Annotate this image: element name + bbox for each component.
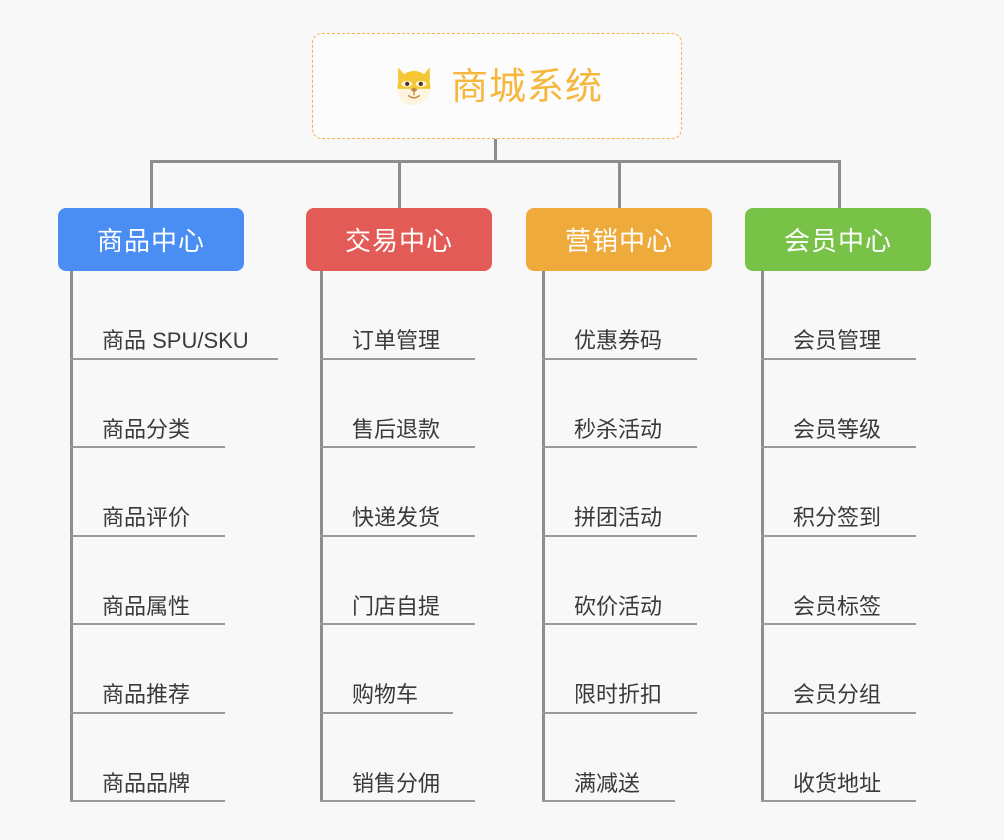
leaf-item[interactable]: 商品评价: [70, 448, 300, 537]
branch-header-label: 会员中心: [783, 226, 892, 256]
leaf-item[interactable]: 会员管理: [761, 271, 991, 360]
branch-header-label: 商品中心: [96, 226, 205, 256]
leaf-item[interactable]: 购物车: [320, 625, 550, 714]
leaf-underline: [542, 534, 697, 537]
leaf-underline: [542, 623, 697, 625]
leaf-underline: [542, 711, 697, 714]
leaf-label: 拼团活动: [574, 505, 663, 530]
leaf-label: 会员管理: [793, 328, 882, 353]
leaf-underline: [320, 357, 475, 360]
leaf-item[interactable]: 限时折扣: [542, 625, 772, 714]
leaf-item[interactable]: 商品 SPU/SKU: [70, 271, 300, 360]
leaf-underline: [70, 534, 225, 537]
branch-header-2[interactable]: 营销中心: [526, 208, 712, 271]
leaf-underline: [320, 534, 475, 537]
leaf-label: 销售分佣: [352, 770, 441, 796]
connector-drop-3: [618, 160, 621, 208]
leaf-underline: [70, 623, 225, 625]
connector-drop-4: [838, 160, 841, 208]
leaf-item[interactable]: 快递发货: [320, 448, 550, 537]
leaf-label: 砍价活动: [574, 593, 663, 619]
leaf-label: 购物车: [352, 682, 419, 707]
leaf-item[interactable]: 商品品牌: [70, 714, 300, 802]
leaf-item[interactable]: 商品属性: [70, 537, 300, 625]
leaf-underline: [320, 800, 475, 802]
leaf-underline: [761, 623, 916, 625]
branch-list-3: 会员管理 会员等级 积分签到 会员标签 会员分组 收货地址: [761, 271, 991, 802]
leaf-underline: [542, 357, 697, 360]
leaf-label: 商品品牌: [102, 770, 191, 796]
leaf-label: 快递发货: [352, 505, 441, 530]
leaf-item[interactable]: 会员分组: [761, 625, 991, 714]
leaf-item[interactable]: 秒杀活动: [542, 360, 772, 448]
branch-header-label: 交易中心: [344, 226, 453, 256]
leaf-label: 会员等级: [793, 416, 882, 442]
root-node[interactable]: 商城系统: [312, 33, 682, 139]
leaf-item[interactable]: 拼团活动: [542, 448, 772, 537]
connector-horizontal-bar: [150, 160, 841, 163]
leaf-underline: [320, 446, 475, 448]
branch-header-label: 营销中心: [564, 226, 673, 256]
leaf-item[interactable]: 销售分佣: [320, 714, 550, 802]
leaf-underline: [761, 534, 916, 537]
leaf-underline: [70, 711, 225, 714]
leaf-label: 满减送: [574, 770, 641, 796]
leaf-label: 商品评价: [102, 505, 191, 530]
leaf-underline: [70, 357, 278, 360]
leaf-item[interactable]: 商品推荐: [70, 625, 300, 714]
leaf-underline: [761, 800, 916, 802]
leaf-label: 商品分类: [102, 416, 191, 442]
leaf-item[interactable]: 会员等级: [761, 360, 991, 448]
branch-list-0: 商品 SPU/SKU 商品分类 商品评价 商品属性 商品推荐 商品品牌: [70, 271, 300, 802]
leaf-item[interactable]: 售后退款: [320, 360, 550, 448]
leaf-label: 优惠券码: [574, 328, 663, 353]
branch-header-3[interactable]: 会员中心: [745, 208, 931, 271]
root-title: 商城系统: [451, 65, 603, 107]
leaf-label: 订单管理: [352, 328, 441, 353]
leaf-item[interactable]: 满减送: [542, 714, 772, 802]
leaf-label: 会员分组: [793, 682, 882, 707]
leaf-underline: [761, 711, 916, 714]
shiba-dog-face-icon: [397, 67, 431, 106]
branch-list-2: 优惠券码 秒杀活动 拼团活动 砍价活动 限时折扣 满减送: [542, 271, 772, 802]
branch-list-1: 订单管理 售后退款 快递发货 门店自提 购物车 销售分佣: [320, 271, 550, 802]
leaf-underline: [320, 623, 475, 625]
connector-drop-1: [150, 160, 153, 208]
leaf-item[interactable]: 砍价活动: [542, 537, 772, 625]
leaf-label: 门店自提: [352, 593, 441, 619]
leaf-item[interactable]: 积分签到: [761, 448, 991, 537]
leaf-label: 商品属性: [102, 593, 191, 619]
leaf-label: 积分签到: [793, 505, 882, 530]
leaf-underline: [542, 800, 675, 802]
leaf-underline: [70, 800, 225, 802]
leaf-underline: [761, 446, 916, 448]
branch-header-1[interactable]: 交易中心: [306, 208, 492, 271]
leaf-underline: [320, 711, 453, 714]
leaf-label: 商品推荐: [102, 682, 191, 707]
leaf-item[interactable]: 会员标签: [761, 537, 991, 625]
leaf-label: 限时折扣: [574, 682, 663, 707]
leaf-item[interactable]: 商品分类: [70, 360, 300, 448]
leaf-item[interactable]: 订单管理: [320, 271, 550, 360]
leaf-label: 会员标签: [793, 593, 882, 619]
leaf-label: 收货地址: [793, 770, 882, 796]
connector-stem: [494, 139, 497, 163]
leaf-label: 售后退款: [352, 416, 441, 442]
leaf-item[interactable]: 优惠券码: [542, 271, 772, 360]
leaf-item[interactable]: 收货地址: [761, 714, 991, 802]
branch-header-0[interactable]: 商品中心: [58, 208, 244, 271]
leaf-label: 商品 SPU/SKU: [102, 328, 249, 353]
leaf-label: 秒杀活动: [574, 416, 663, 442]
connector-drop-2: [398, 160, 401, 208]
leaf-underline: [542, 446, 697, 448]
leaf-item[interactable]: 门店自提: [320, 537, 550, 625]
leaf-underline: [70, 446, 225, 448]
leaf-underline: [761, 357, 916, 360]
